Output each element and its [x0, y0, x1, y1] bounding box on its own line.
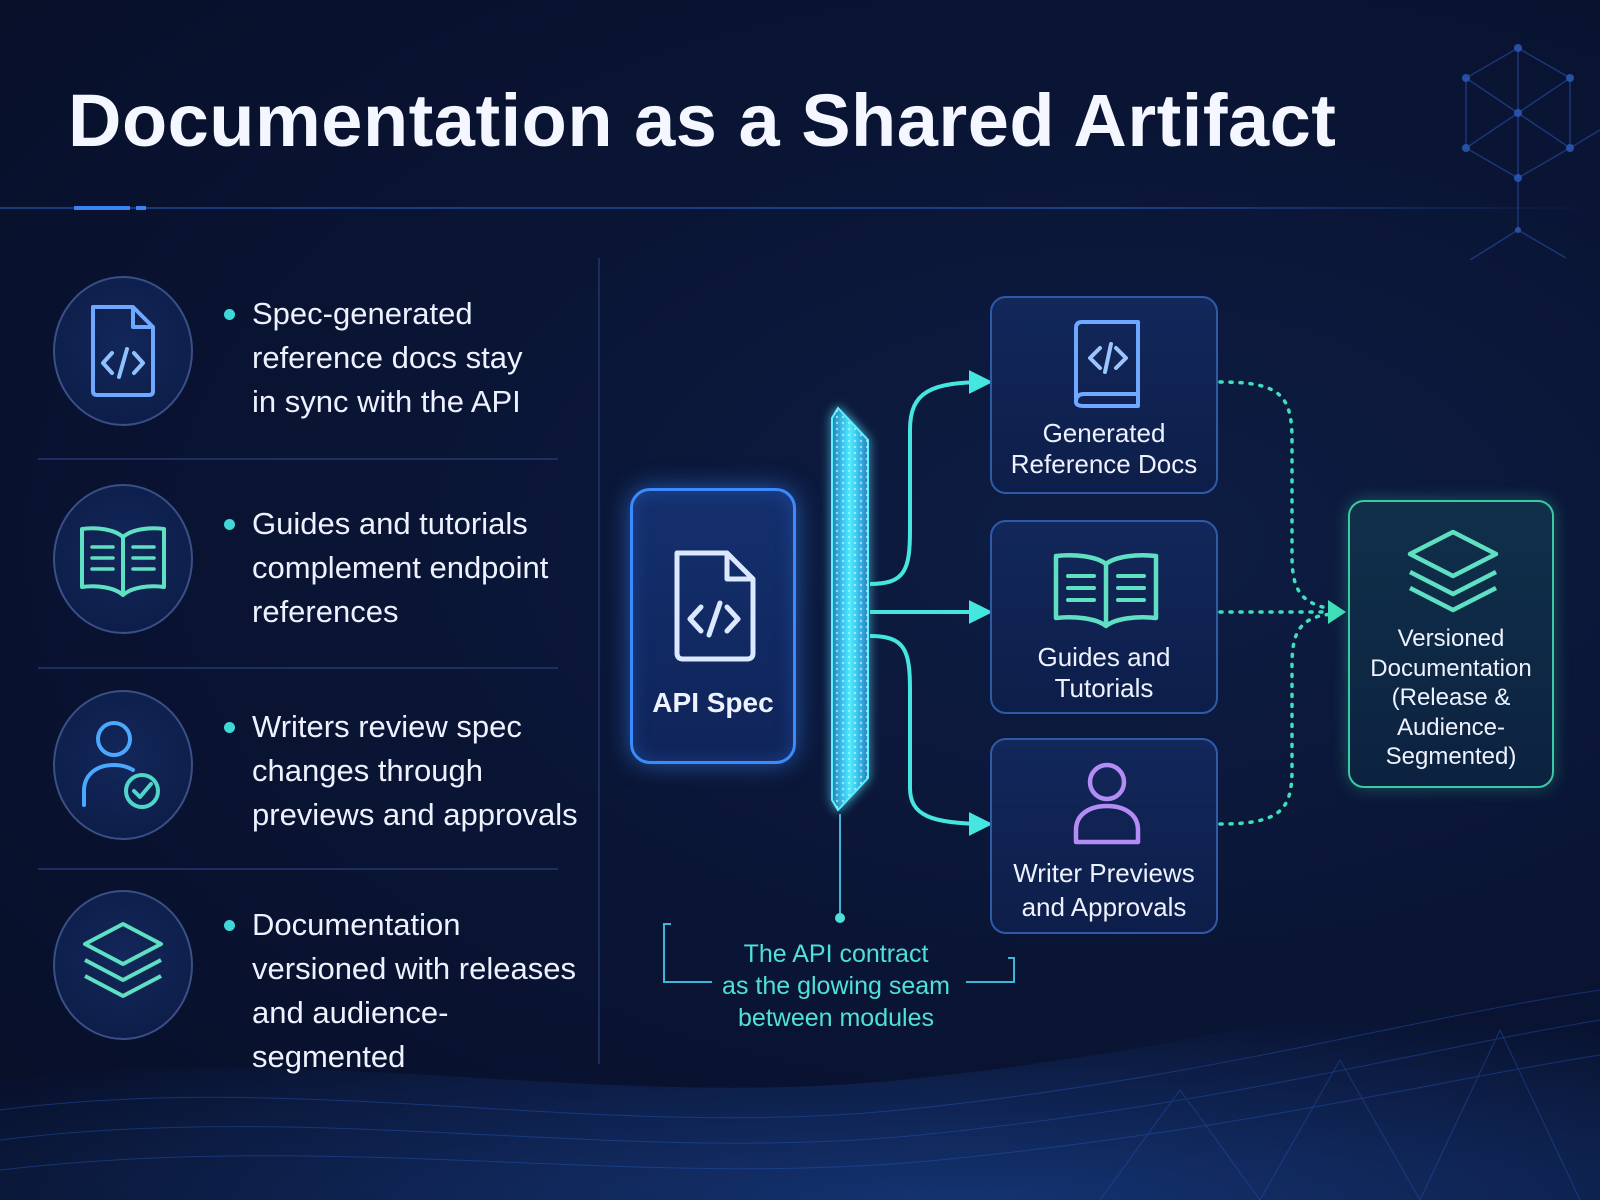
- bullet-icon-circle: [53, 690, 193, 840]
- layers-icon: [1407, 529, 1499, 613]
- reference-docs-to-versioned-connector: [1218, 380, 1342, 612]
- versioned-documentation-label: Versioned Documentation (Release & Audie…: [1370, 625, 1532, 770]
- versioned-documentation-node: Versioned Documentation (Release & Audie…: [1348, 500, 1554, 788]
- writer-previews-node: Writer Previews and Approvals: [990, 738, 1218, 934]
- api-contract-seam: [831, 406, 869, 812]
- user-check-icon: [82, 721, 160, 809]
- layers-icon: [83, 922, 163, 998]
- row-divider: [38, 458, 558, 460]
- code-document-icon: [674, 550, 756, 662]
- bullet-dot: [224, 519, 235, 530]
- writer-previews-to-versioned-connector: [1218, 612, 1336, 826]
- title-accent-dot: [136, 206, 146, 210]
- bullet-list: Spec-generated reference docs stay in sy…: [0, 0, 600, 1200]
- api-spec-label: API Spec: [652, 687, 774, 718]
- bullet-text-guides: Guides and tutorials complement endpoint…: [252, 506, 549, 629]
- guides-and-tutorials-label: Guides and Tutorials: [1037, 642, 1171, 703]
- title-accent-bar: [74, 206, 130, 210]
- column-divider: [598, 258, 600, 1064]
- generated-reference-docs-node: Generated Reference Docs: [990, 296, 1218, 494]
- seam-caption: The API contract as the glowing seam bet…: [722, 940, 950, 1032]
- api-spec-node: API Spec: [630, 488, 796, 764]
- bullet-dot: [224, 722, 235, 733]
- bullet-text-writers-review: Writers review spec changes through prev…: [252, 709, 578, 832]
- seam-to-writer-previews-arrow: [869, 634, 993, 836]
- bullet-text-versioned: Documentation versioned with releases an…: [252, 907, 576, 1074]
- bullet-icon-circle: [53, 276, 193, 426]
- code-book-icon: [1074, 320, 1140, 408]
- bullet-dot: [224, 920, 235, 931]
- generated-reference-docs-label: Generated Reference Docs: [1010, 418, 1198, 479]
- writer-previews-label: Writer Previews and Approvals: [1013, 858, 1195, 922]
- bullet-icon-circle: [53, 484, 193, 634]
- user-icon: [1073, 762, 1141, 845]
- title-divider: [0, 207, 1600, 209]
- bullet-icon-circle: [53, 890, 193, 1040]
- seam-to-reference-docs-arrow: [869, 370, 993, 586]
- code-document-icon: [91, 305, 155, 397]
- page-title: Documentation as a Shared Artifact: [68, 79, 1337, 162]
- bullet-text-reference-docs: Spec-generated reference docs stay in sy…: [252, 296, 523, 419]
- guides-and-tutorials-node: Guides and Tutorials: [990, 520, 1218, 714]
- bullet-dot: [224, 309, 235, 320]
- row-divider: [38, 667, 558, 669]
- seam-caption-pointer-dot: [835, 913, 845, 923]
- open-book-icon: [80, 526, 166, 597]
- versioned-arrowhead: [1328, 600, 1346, 624]
- open-book-icon: [1053, 553, 1159, 629]
- seam-caption-bracket: [663, 923, 1015, 983]
- row-divider: [38, 868, 558, 870]
